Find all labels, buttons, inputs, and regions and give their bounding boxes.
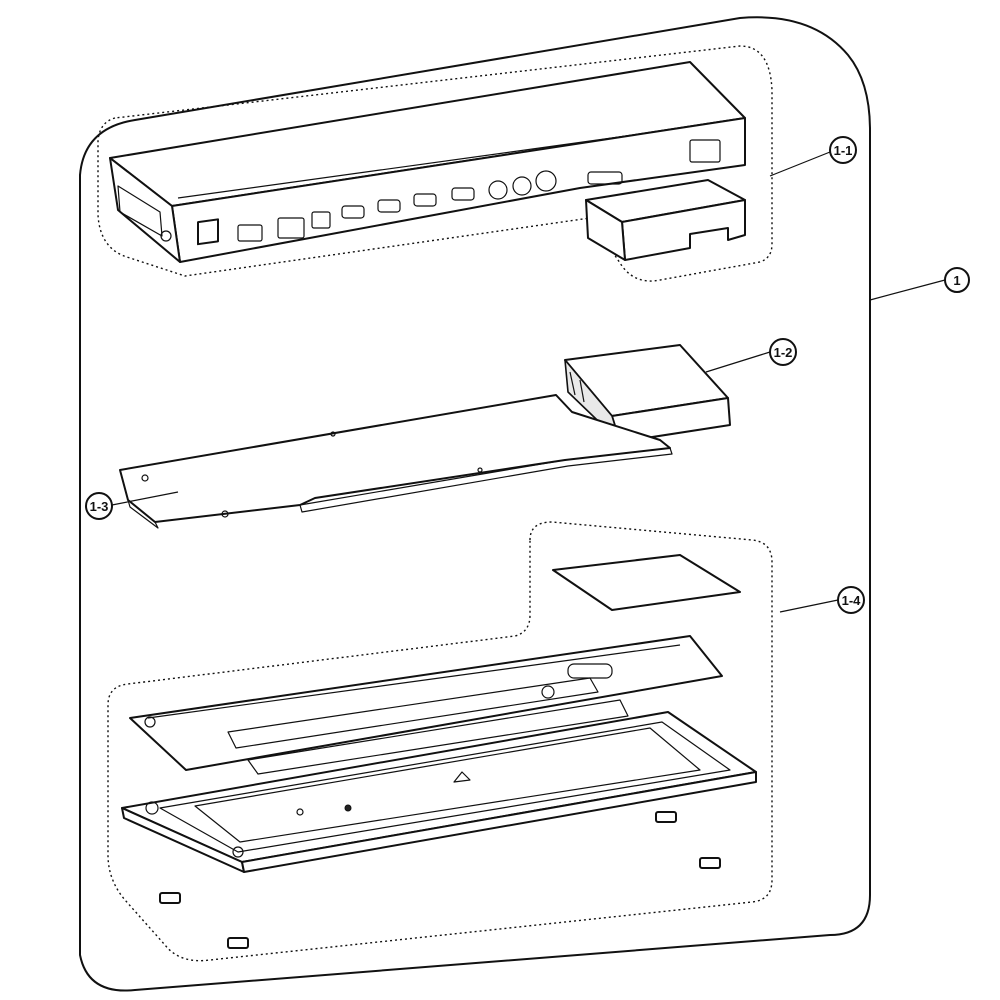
callout-label-1-3: 1-3 bbox=[90, 499, 109, 514]
callout-1-3: 1-3 bbox=[85, 492, 113, 520]
leader-line-1-3 bbox=[111, 491, 179, 506]
leader-line-1-4 bbox=[779, 599, 839, 613]
front-panel-group-boundary bbox=[97, 45, 773, 282]
callout-1-2: 1-2 bbox=[769, 338, 797, 366]
callout-label-1: 1 bbox=[953, 273, 960, 288]
leader-line-1 bbox=[869, 279, 946, 301]
leader-line-1-2 bbox=[705, 351, 771, 373]
leader-line-1-1 bbox=[769, 151, 831, 177]
callout-label-1-1: 1-1 bbox=[834, 143, 853, 158]
main-board bbox=[119, 394, 673, 529]
callout-1-1: 1-1 bbox=[829, 136, 857, 164]
base-kit bbox=[121, 554, 757, 949]
callout-1: 1 bbox=[944, 267, 970, 293]
box-component bbox=[564, 344, 731, 443]
base-kit-group-boundary bbox=[107, 521, 773, 962]
assembly-outline bbox=[79, 16, 871, 992]
callout-1-4: 1-4 bbox=[837, 586, 865, 614]
callout-label-1-4: 1-4 bbox=[842, 593, 862, 608]
callout-label-1-2: 1-2 bbox=[774, 345, 793, 360]
front-panel bbox=[109, 61, 746, 263]
